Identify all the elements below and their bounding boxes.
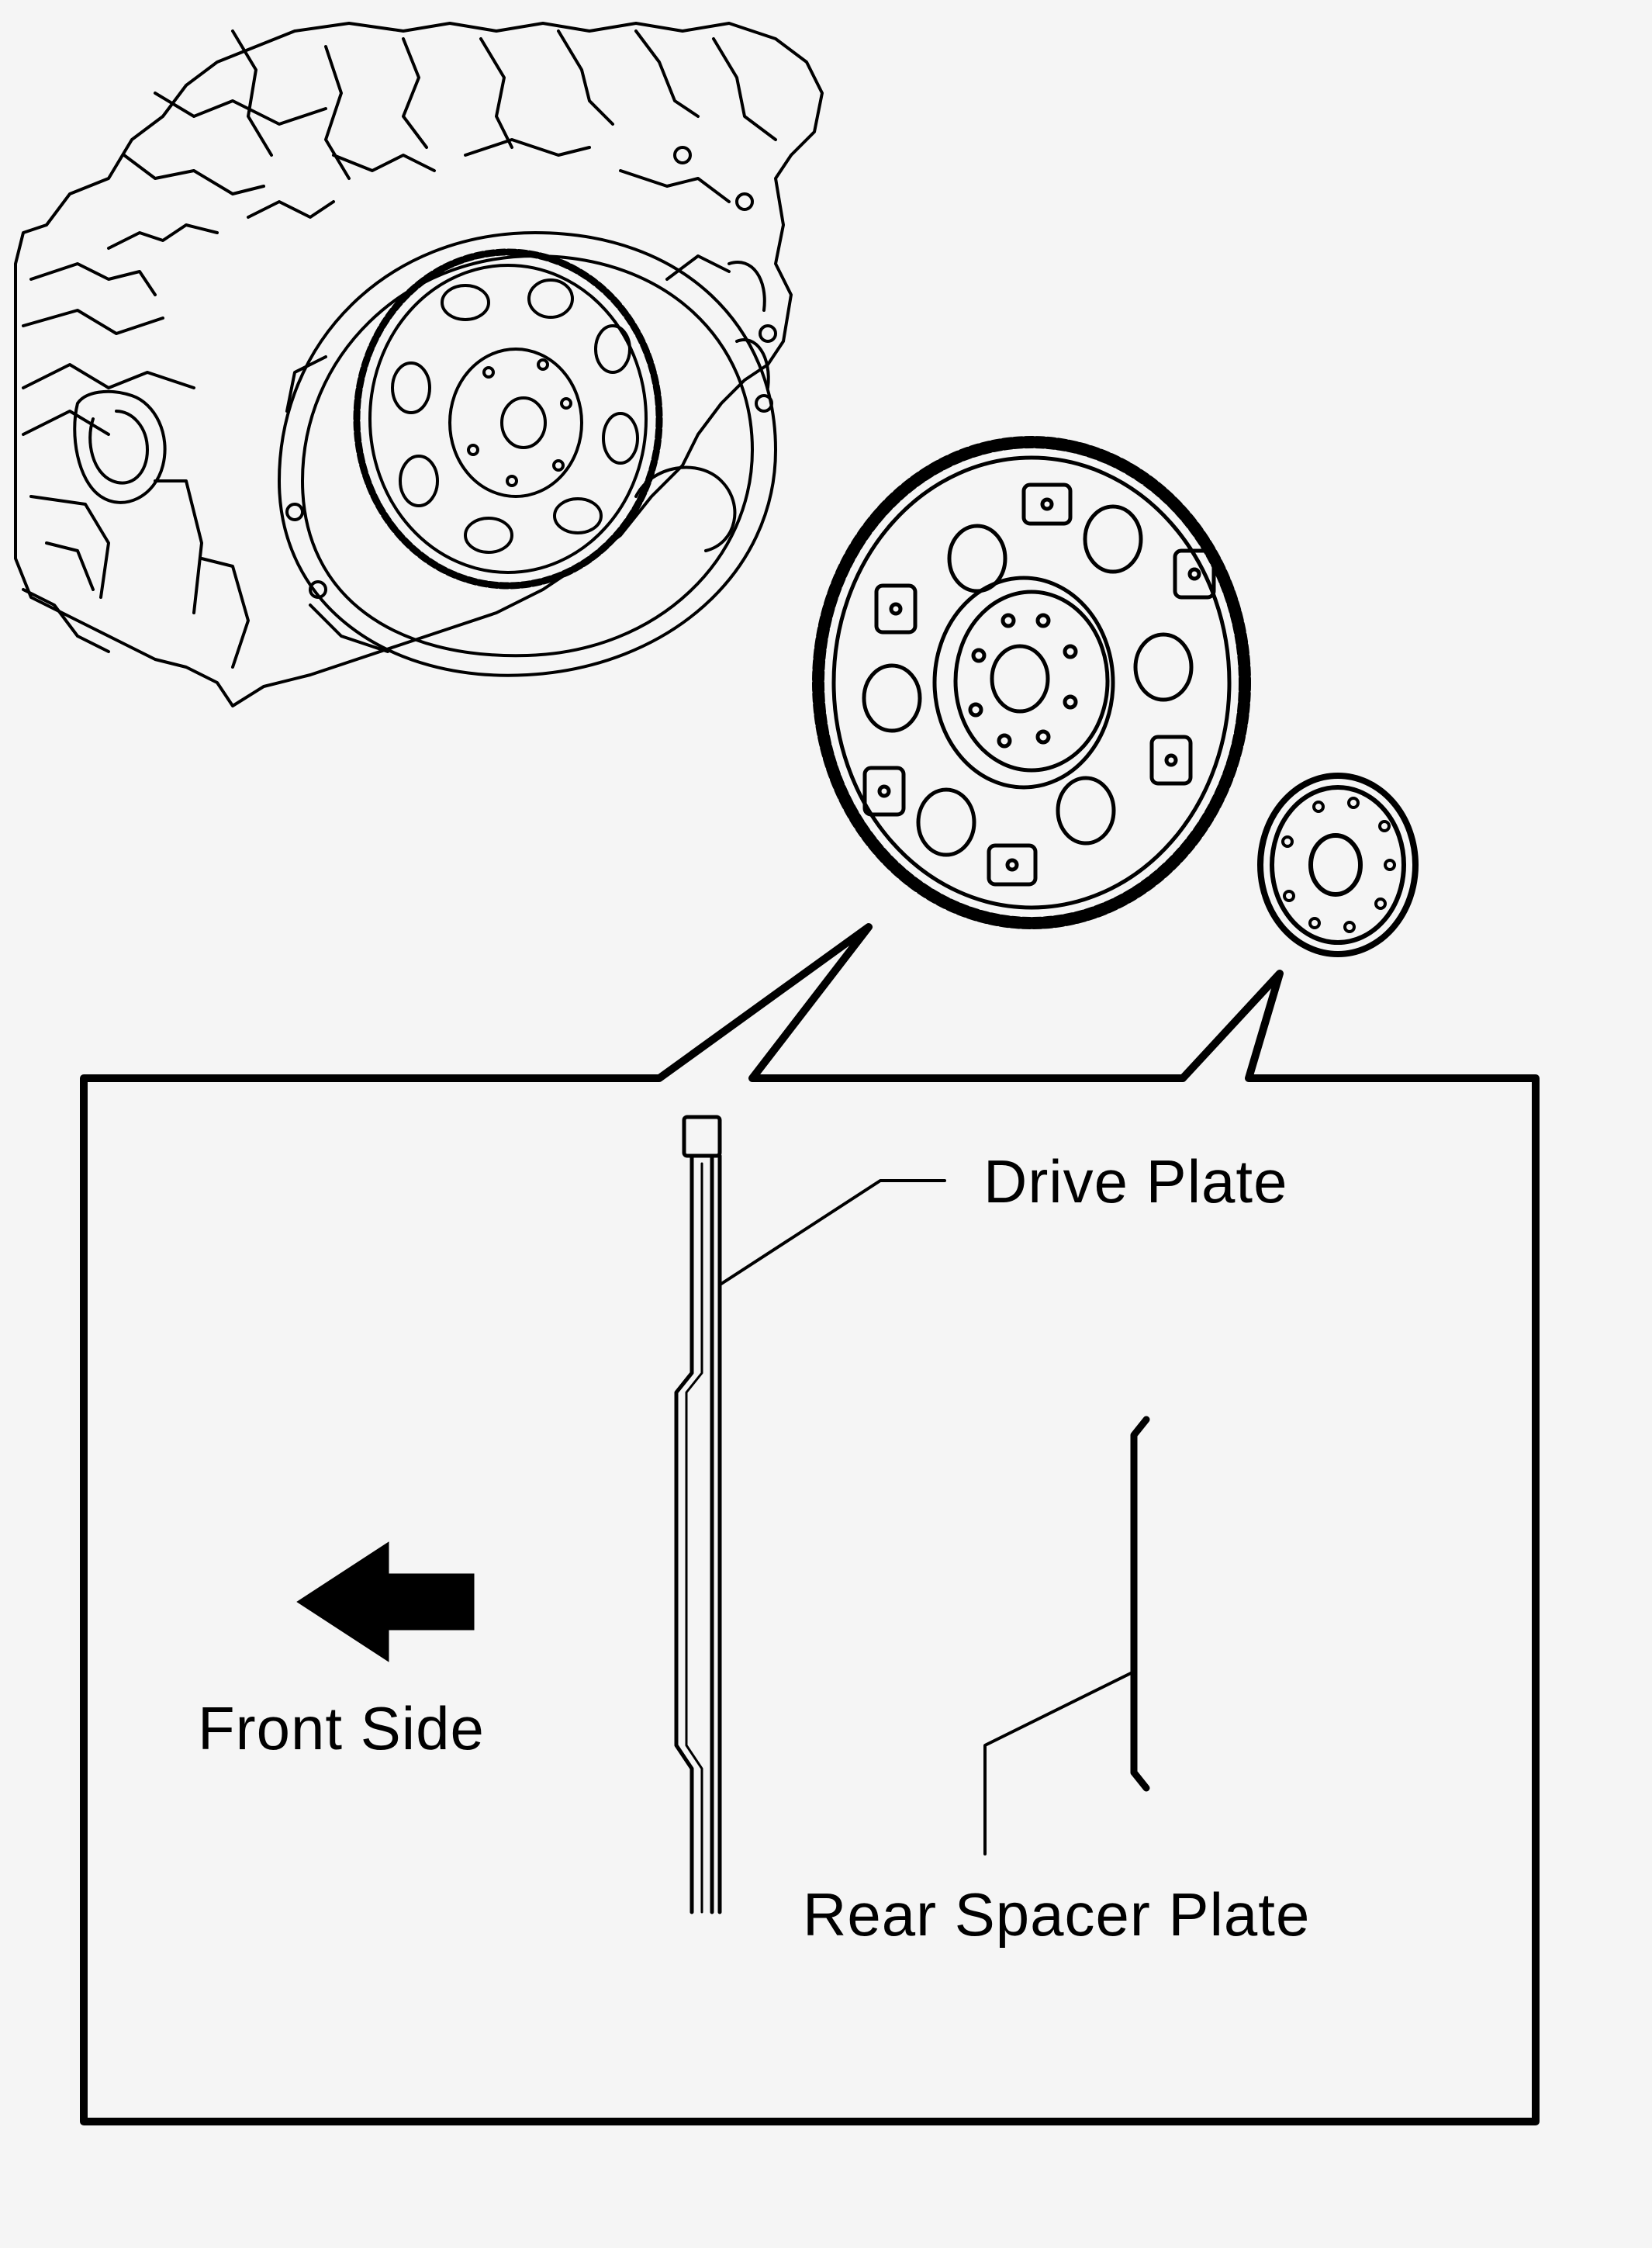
rear-spacer-plate-cross-section <box>1130 1416 1150 1792</box>
rear-spacer-plate-exploded <box>1257 773 1419 957</box>
drive-plate-leader <box>720 1179 946 1285</box>
rear-spacer-plate-label: Rear Spacer Plate <box>803 1880 1310 1949</box>
engine-block-illustration <box>14 22 824 707</box>
front-side-label: Front Side <box>198 1694 485 1762</box>
drive-plate-exploded <box>812 436 1251 929</box>
drive-plate-cross-section <box>674 1115 722 1914</box>
rear-spacer-plate-leader <box>983 1670 1135 1855</box>
installed-drive-plate <box>353 248 663 590</box>
callout-box <box>80 923 1540 2125</box>
drive-plate-label: Drive Plate <box>983 1147 1287 1216</box>
arrow-left-icon <box>296 1541 475 1662</box>
leader-lines <box>720 1179 1135 1855</box>
